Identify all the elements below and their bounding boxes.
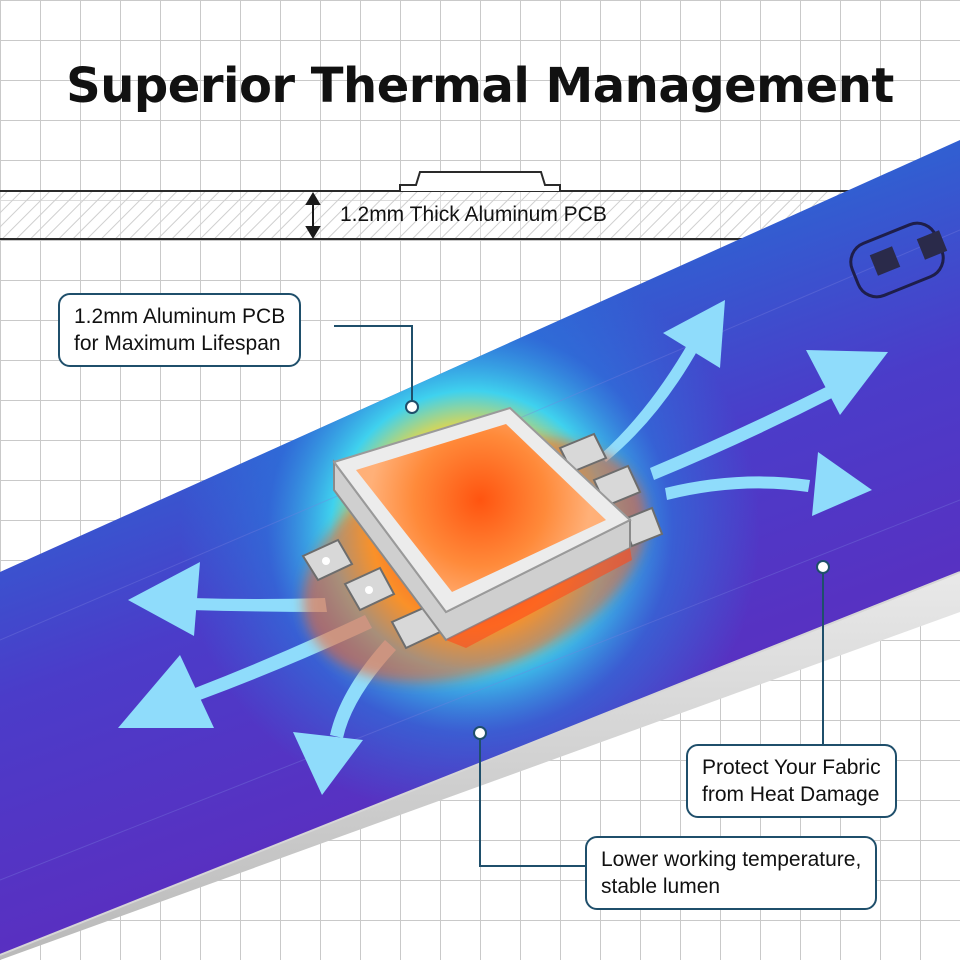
heat-arrow-upper-right xyxy=(650,350,888,480)
led-emitter xyxy=(356,424,606,592)
callout-pcb-line1: 1.2mm Aluminum PCB xyxy=(74,305,286,328)
heat-arrow-up xyxy=(600,300,725,462)
callout-dots xyxy=(405,400,830,740)
callout-fabric: Protect Your Fabric from Heat Damage xyxy=(686,744,897,818)
heat-arrow-left xyxy=(128,562,327,636)
heat-arrow-right xyxy=(665,452,872,516)
callout-pcb: 1.2mm Aluminum PCB for Maximum Lifespan xyxy=(58,293,302,367)
thickness-label: 1.2mm Thick Aluminum PCB xyxy=(340,203,607,226)
page-title: Superior Thermal Management xyxy=(66,58,894,114)
callout-fabric-line1: Protect Your Fabric xyxy=(702,756,881,779)
solder-pad xyxy=(849,221,948,299)
callout-temperature: Lower working temperature, stable lumen xyxy=(585,836,878,910)
callout-temperature-line2: stable lumen xyxy=(601,875,721,898)
heat-arrows xyxy=(118,300,888,795)
callout-fabric-line2: from Heat Damage xyxy=(702,783,880,806)
led-chip xyxy=(301,406,664,683)
callout-pcb-line2: for Maximum Lifespan xyxy=(74,332,281,355)
callout-temperature-line1: Lower working temperature, xyxy=(601,848,862,871)
thickness-arrow xyxy=(305,192,321,239)
